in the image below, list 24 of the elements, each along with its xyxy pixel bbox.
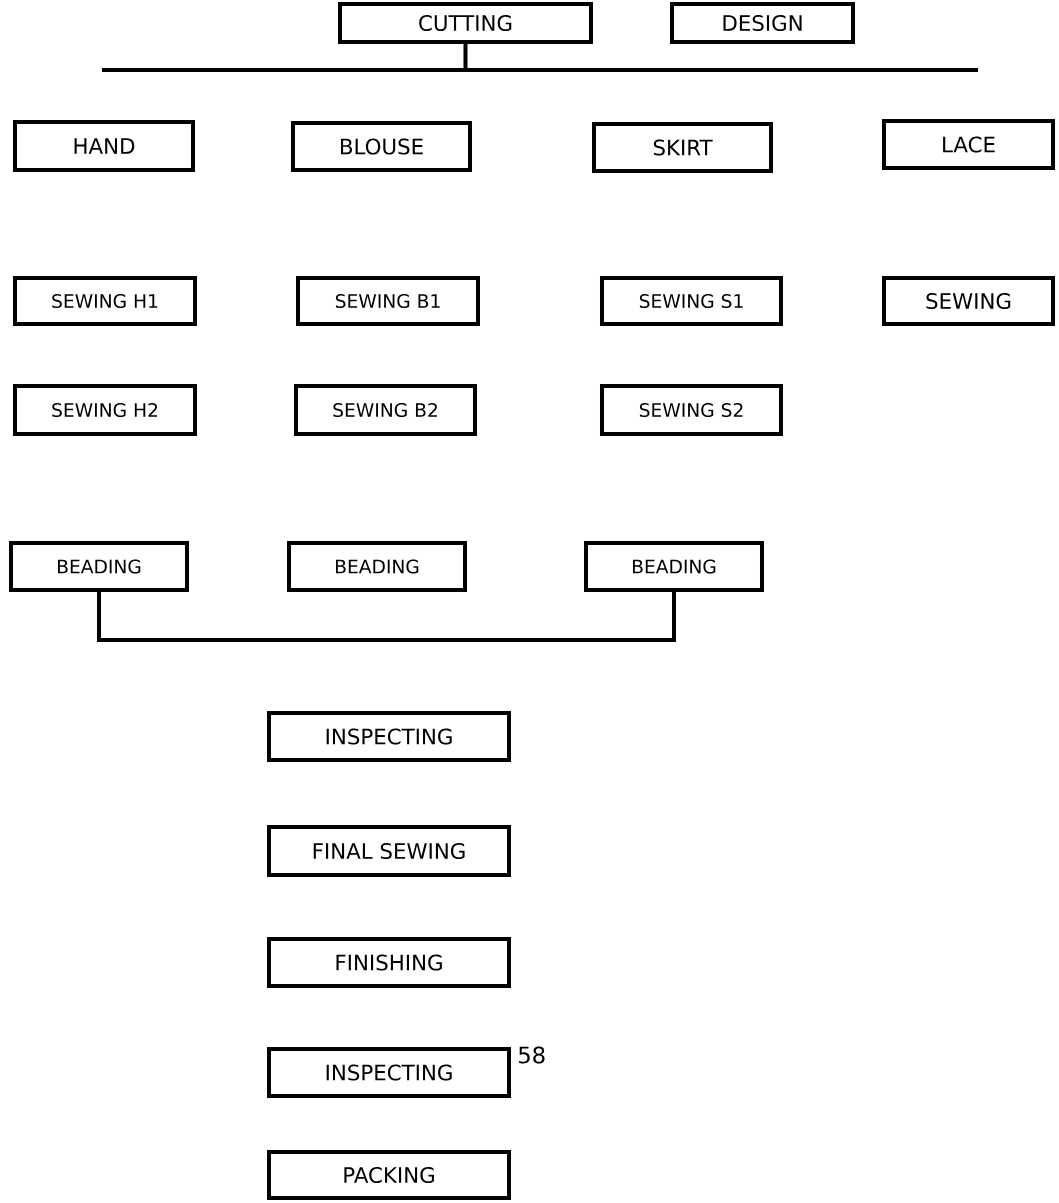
process-box: SEWING S1 bbox=[600, 276, 783, 326]
process-box: BEADING bbox=[287, 541, 467, 592]
process-box: LACE bbox=[882, 119, 1055, 170]
process-box: SEWING B1 bbox=[296, 276, 480, 326]
process-box: SEWING bbox=[882, 276, 1055, 326]
page-number: 58 bbox=[519, 1046, 545, 1064]
process-box: INSPECTING bbox=[267, 711, 511, 762]
process-box: SEWING S2 bbox=[600, 384, 783, 436]
process-box: FINISHING bbox=[267, 937, 511, 988]
process-box: HAND bbox=[13, 120, 195, 172]
process-box: DESIGN bbox=[670, 2, 855, 44]
process-box: BEADING bbox=[584, 541, 764, 592]
connector-line bbox=[97, 592, 676, 642]
process-box: BEADING bbox=[9, 541, 189, 592]
process-box: INSPECTING bbox=[267, 1047, 511, 1098]
process-box: CUTTING bbox=[338, 2, 593, 44]
process-box: FINAL SEWING bbox=[267, 825, 511, 877]
process-box: SEWING H2 bbox=[13, 384, 197, 436]
process-box: BLOUSE bbox=[291, 121, 472, 172]
process-box: PACKING bbox=[267, 1150, 511, 1200]
process-box: SKIRT bbox=[592, 122, 773, 173]
process-box: SEWING B2 bbox=[294, 384, 477, 436]
process-box: SEWING H1 bbox=[13, 276, 197, 326]
connector-line bbox=[100, 42, 980, 72]
